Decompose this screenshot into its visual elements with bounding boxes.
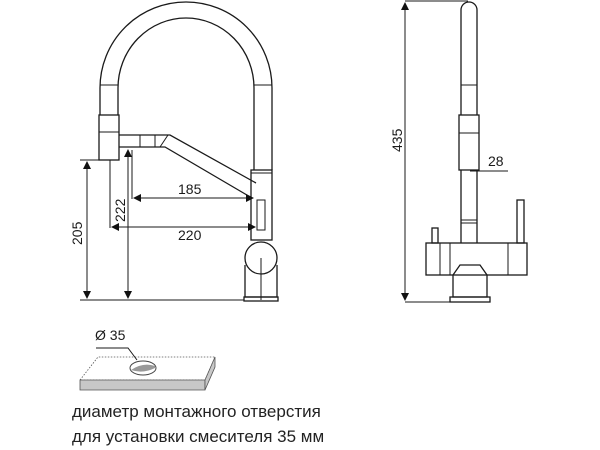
side-dimensions: 435 28 (389, 0, 508, 303)
body-upper (250, 169, 273, 241)
dim-435-label: 435 (389, 128, 405, 152)
dim-205-label: 205 (69, 221, 85, 245)
mounting-plate: Ø 35 (79, 327, 216, 391)
faucet-front-view (98, 1, 279, 302)
dim-222-label: 222 (112, 198, 128, 222)
side-body (425, 242, 528, 276)
dim-28-label: 28 (488, 153, 504, 169)
spout-arch-outer (99, 1, 273, 170)
caption-line-1: диаметр монтажного отверстия (72, 402, 321, 421)
right-handle (516, 199, 525, 244)
spray-arm (119, 134, 257, 199)
side-collar (458, 114, 480, 171)
side-neck (452, 264, 488, 298)
dim-220-label: 220 (178, 227, 202, 243)
spout-arch-inner (117, 17, 255, 170)
side-stem (460, 170, 478, 243)
front-dimensions: 205 222 185 220 (69, 149, 256, 301)
left-handle (431, 227, 439, 244)
faucet-side-view (425, 1, 528, 303)
hole-leader (96, 347, 138, 361)
hole-diameter-label: Ø 35 (95, 327, 126, 343)
spray-collar (98, 114, 120, 161)
caption-line-2: для установки смесителя 35 мм (72, 427, 325, 446)
side-spout (460, 1, 478, 115)
dim-185-label: 185 (178, 181, 202, 197)
